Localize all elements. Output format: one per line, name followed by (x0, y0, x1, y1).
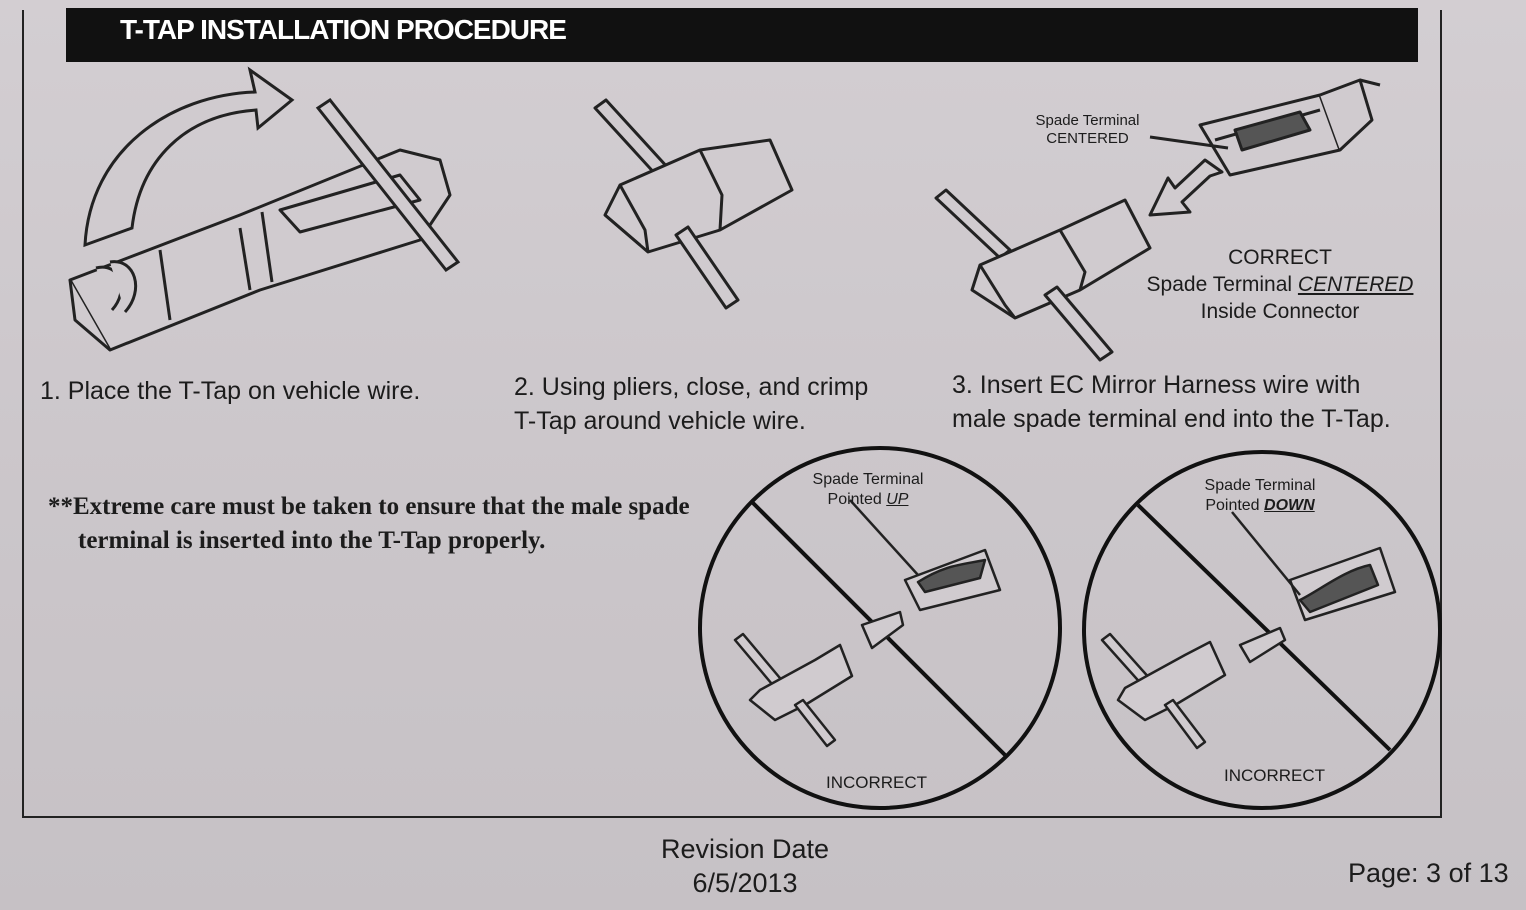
correct-line-1: CORRECT (1228, 246, 1332, 269)
incorrect-circle-right (1082, 450, 1442, 810)
callout-up-line-2-prefix: Pointed (827, 491, 887, 508)
step-3-line-2: male spade terminal end into the T-Tap. (952, 405, 1391, 433)
callout-down-line-1: Spade Terminal (1204, 477, 1316, 494)
warning-line-1: **Extreme care must be taken to ensure t… (48, 493, 690, 520)
correct-line-2-prefix: Spade Terminal (1146, 273, 1298, 296)
step-2-line-2: T-Tap around vehicle wire. (514, 407, 806, 435)
warning-line-2: terminal is inserted into the T-Tap prop… (78, 527, 546, 554)
revision-date: 6/5/2013 (692, 868, 798, 898)
page-number: Page: 3 of 13 (1348, 858, 1509, 888)
callout-centered-line-1: Spade Terminal (1035, 112, 1140, 129)
warning-note: **Extreme care must be taken to ensure t… (48, 490, 748, 558)
arrow-left-icon (1148, 158, 1224, 217)
callout-centered: Spade Terminal CENTERED (1020, 112, 1155, 148)
step-1-line-1: 1. Place the T-Tap on vehicle wire. (40, 377, 421, 405)
correct-caption: CORRECT Spade Terminal CENTERED Inside C… (1120, 244, 1440, 325)
header-title: T-TAP INSTALLATION PROCEDURE (120, 14, 567, 45)
callout-centered-line-2: CENTERED (1046, 130, 1129, 147)
callout-down-line-2-emph: DOWN (1264, 497, 1315, 514)
t-tap-insert-icon (934, 188, 1152, 362)
incorrect-label-right: INCORRECT (1224, 766, 1326, 785)
curved-arrow-icon (83, 66, 295, 248)
step-3-line-1: 3. Insert EC Mirror Harness wire with (952, 371, 1361, 399)
t-tap-down-icon (1100, 511, 1397, 750)
correct-line-3: Inside Connector (1200, 300, 1360, 323)
procedure-frame (22, 10, 1442, 818)
step-3-text: 3. Insert EC Mirror Harness wire with ma… (952, 368, 1391, 436)
step-2-text: 2. Using pliers, close, and crimp T-Tap … (514, 370, 868, 438)
spade-terminal-icon (1149, 78, 1381, 177)
callout-up-line-1: Spade Terminal (812, 471, 924, 488)
callout-up-line-2-emph: UP (886, 491, 909, 508)
step-2-line-1: 2. Using pliers, close, and crimp (514, 373, 869, 401)
callout-down-line-2-prefix: Pointed (1205, 497, 1265, 514)
incorrect-label-left: INCORRECT (826, 773, 928, 792)
t-tap-closed-icon (593, 98, 794, 310)
callout-down: Spade Terminal Pointed DOWN (1190, 476, 1330, 516)
callout-up: Spade Terminal Pointed UP (798, 470, 938, 510)
header-bar (66, 8, 1418, 62)
correct-line-2-emph: CENTERED (1297, 273, 1414, 296)
step-1-text: 1. Place the T-Tap on vehicle wire. (40, 374, 420, 408)
t-tap-up-icon (733, 499, 1002, 748)
revision-label: Revision Date (660, 834, 830, 864)
vehicle-wire-icon (315, 97, 461, 273)
revision-block: Revision Date 6/5/2013 (620, 832, 870, 900)
